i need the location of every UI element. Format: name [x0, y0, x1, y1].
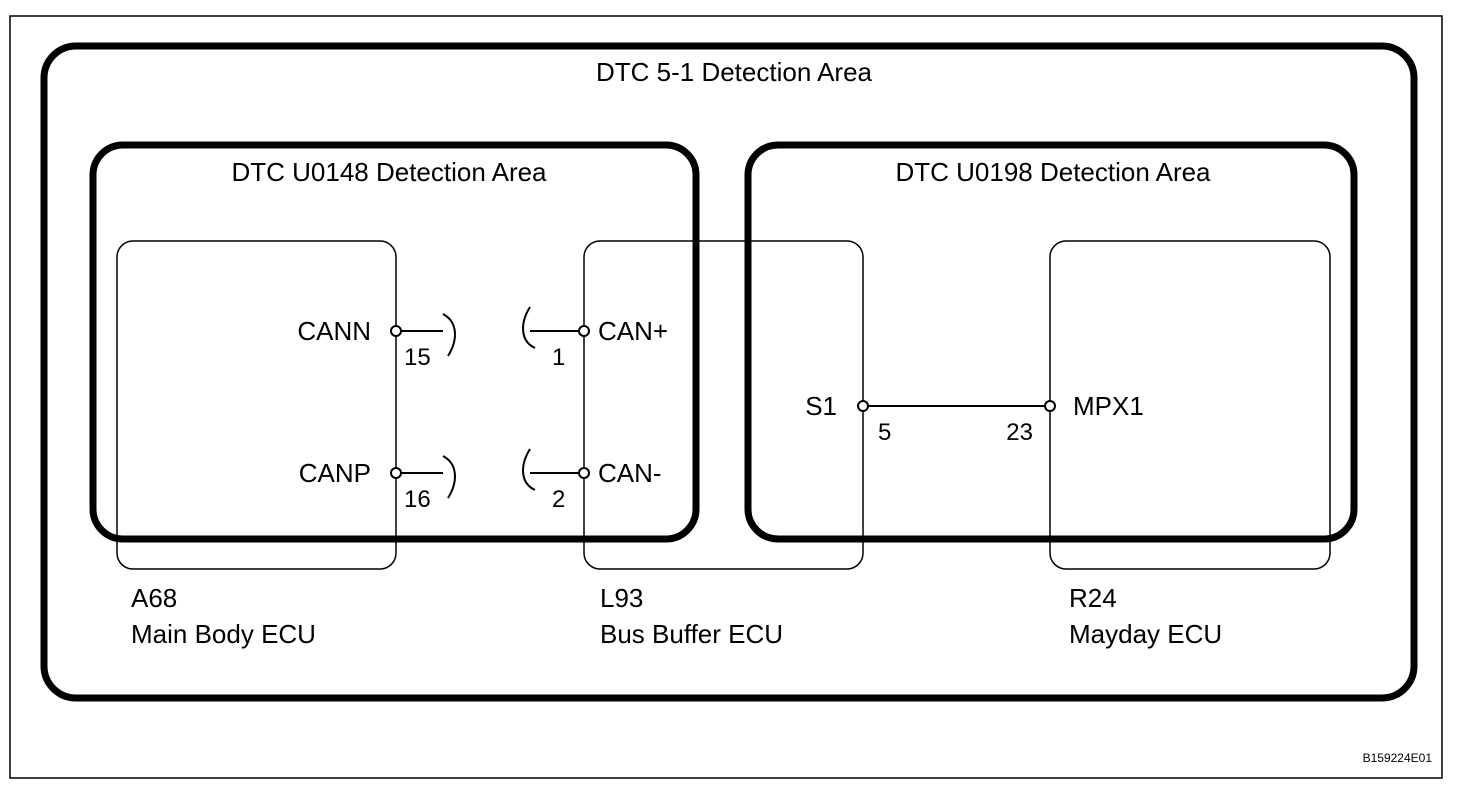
pin-number-2: 2	[552, 486, 565, 513]
terminal-label-canp: CANP	[299, 458, 371, 488]
area-dtc-u0148	[89, 141, 700, 543]
ecu-box-main-body	[116, 240, 397, 570]
pin-number-1: 1	[552, 344, 565, 371]
pin-number-15: 15	[404, 344, 431, 371]
terminal-s1	[857, 400, 869, 412]
pin-number-5: 5	[878, 419, 891, 446]
terminal-can-minus	[578, 467, 590, 479]
terminal-can-plus	[578, 325, 590, 337]
ecu-code-bus-buffer: L93	[600, 583, 643, 613]
area-dtc-u0148-title: DTC U0148 Detection Area	[231, 157, 547, 187]
area-dtc-u0198	[744, 141, 1358, 543]
terminal-mpx1	[1044, 400, 1056, 412]
area-dtc-5-1-title: DTC 5-1 Detection Area	[596, 57, 873, 87]
figure-frame	[9, 15, 1443, 779]
pin-number-23: 23	[1006, 419, 1033, 446]
ecu-name-bus-buffer: Bus Buffer ECU	[600, 619, 783, 649]
terminal-label-mpx1: MPX1	[1073, 391, 1144, 421]
wire-cann-canplus	[401, 306, 579, 357]
terminal-label-s1: S1	[805, 391, 837, 421]
area-dtc-5-1	[40, 42, 1418, 702]
pin-number-16: 16	[404, 486, 431, 513]
area-dtc-u0198-title: DTC U0198 Detection Area	[895, 157, 1211, 187]
terminal-canp	[390, 467, 402, 479]
ecu-code-mayday: R24	[1069, 583, 1117, 613]
terminal-label-cann: CANN	[297, 316, 371, 346]
ecu-name-mayday: Mayday ECU	[1069, 619, 1222, 649]
terminal-label-can-plus: CAN+	[598, 316, 668, 346]
ecu-code-main-body: A68	[131, 583, 177, 613]
ecu-name-main-body: Main Body ECU	[131, 619, 316, 649]
terminal-label-can-minus: CAN-	[598, 458, 662, 488]
terminal-cann	[390, 325, 402, 337]
wire-canp-canminus	[401, 448, 579, 499]
figure-reference: B159224E01	[1363, 751, 1433, 765]
